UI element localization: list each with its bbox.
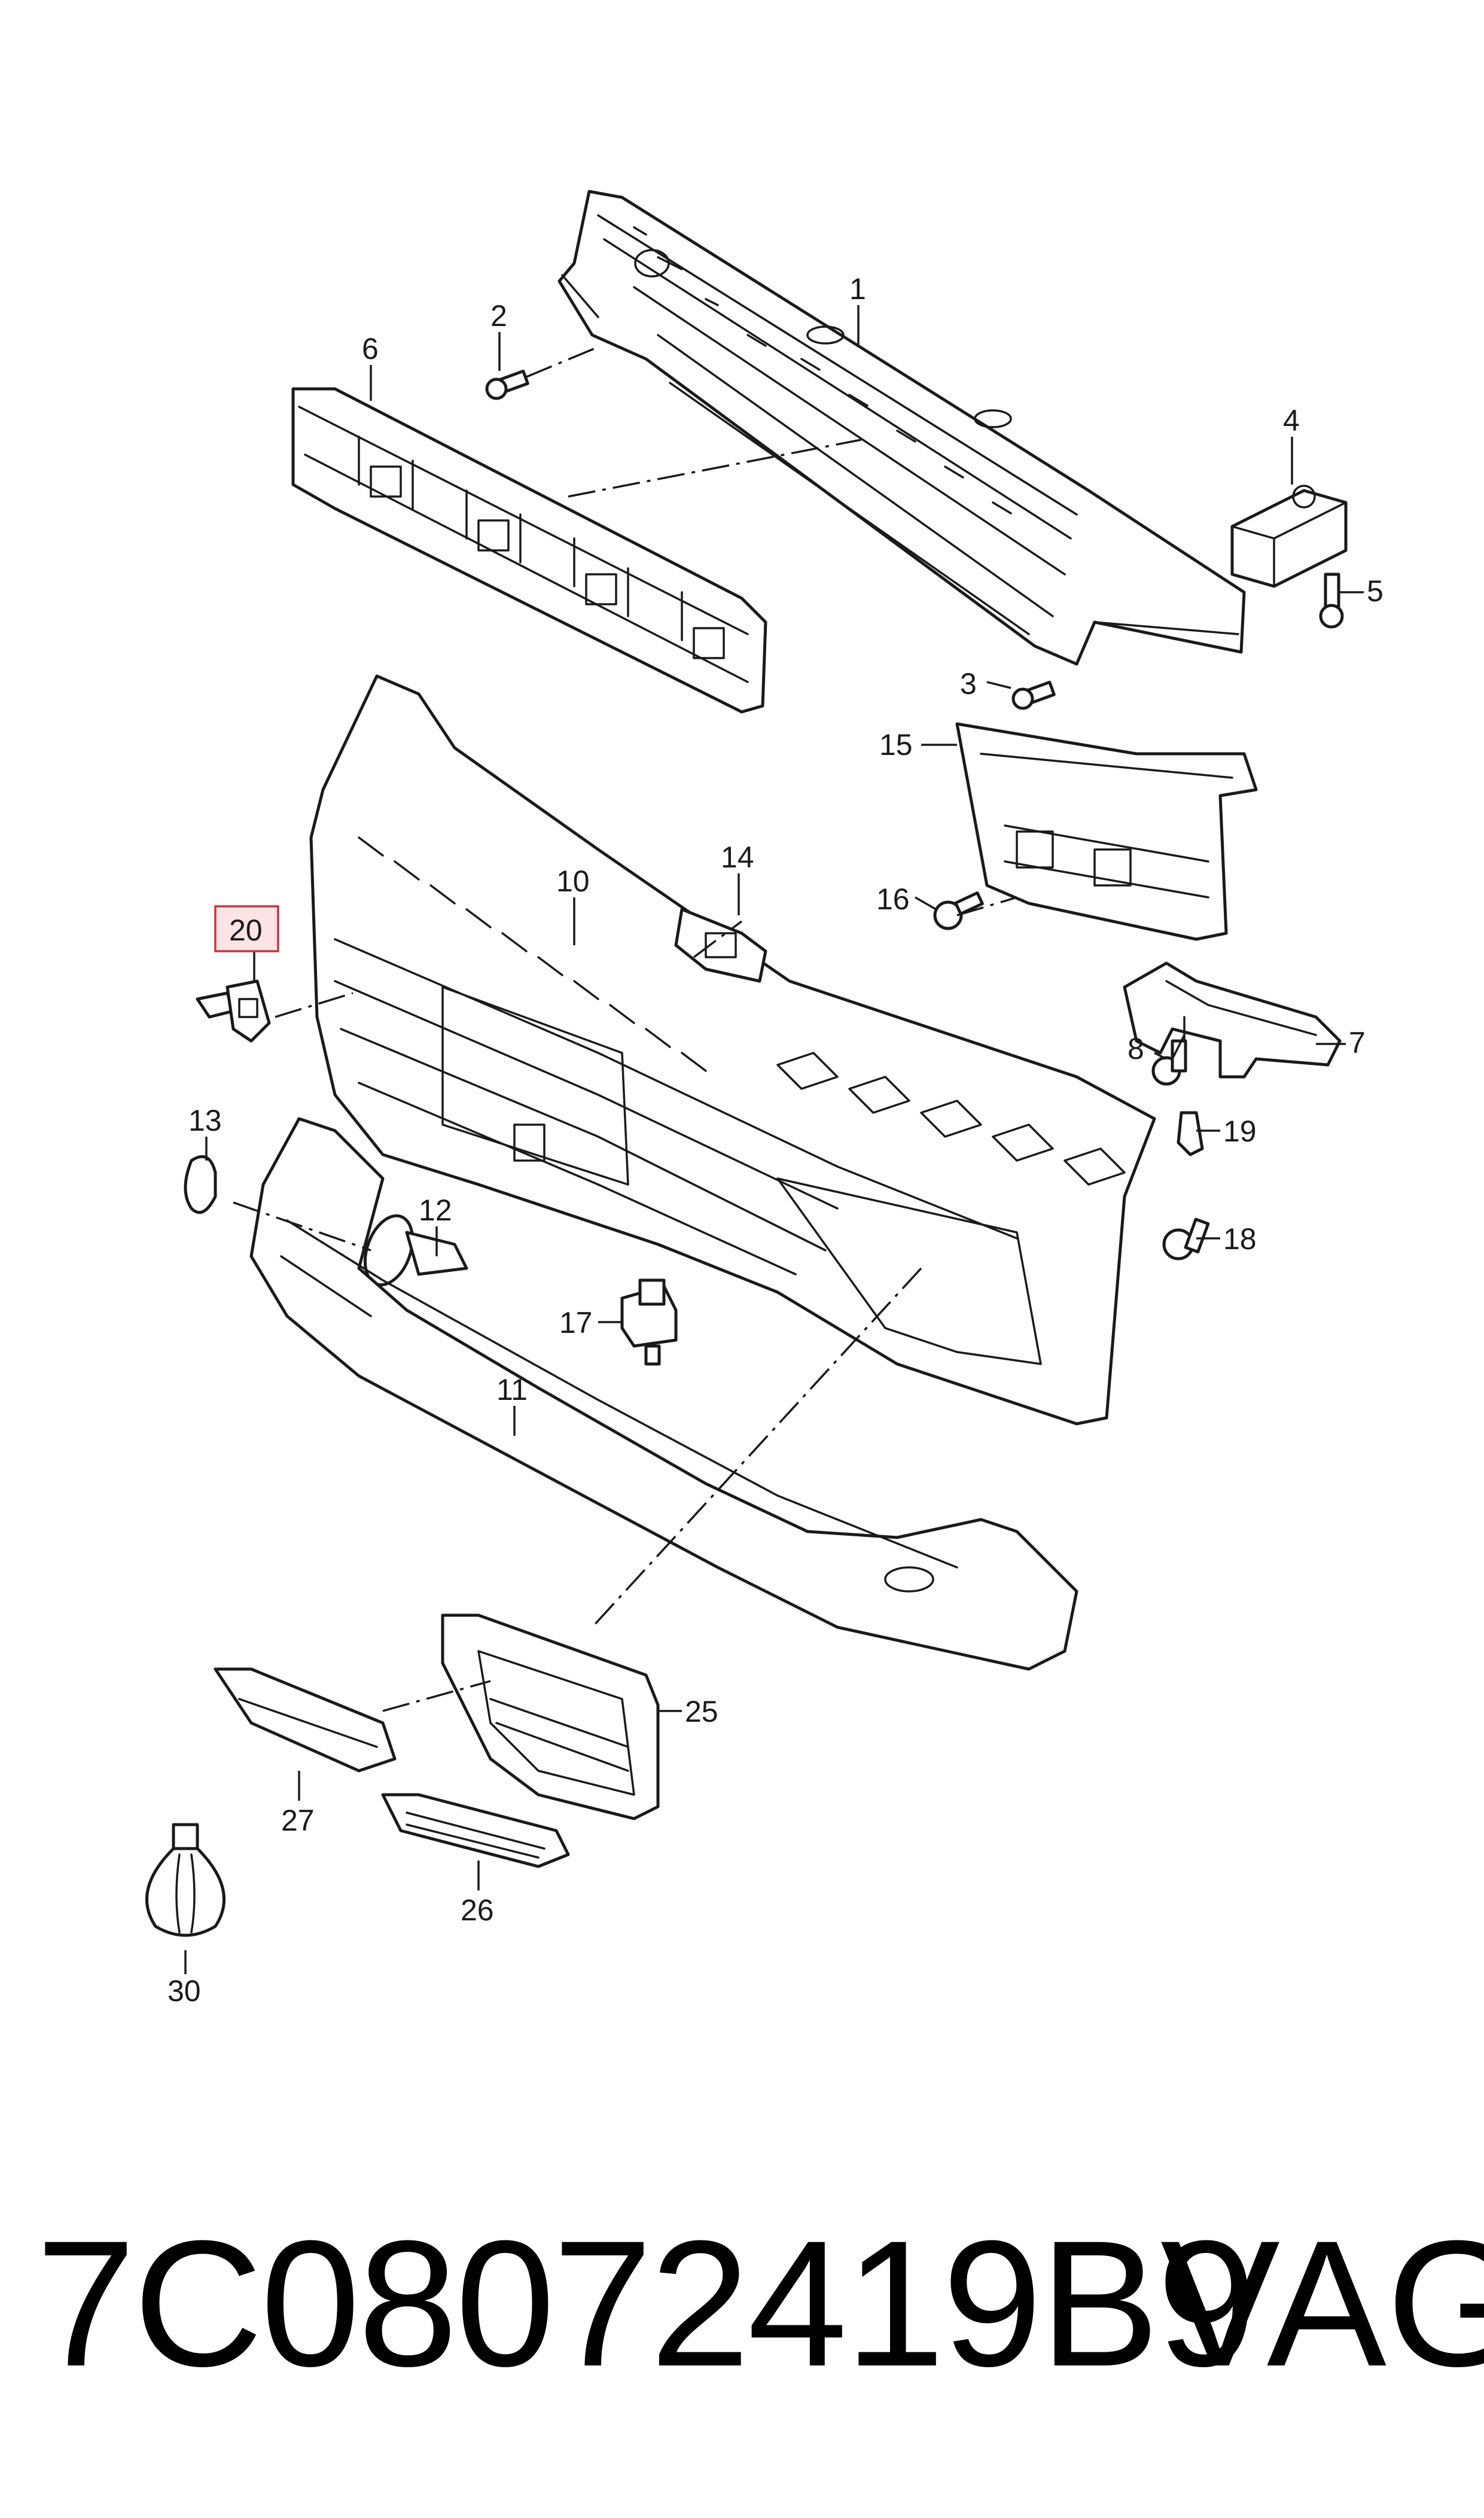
callout-16: 16 [876,882,910,916]
leader-lines [184,305,1364,1974]
callout-26: 26 [461,1893,494,1927]
callout-11: 11 [496,1373,528,1406]
callout-17: 17 [559,1306,593,1339]
part-20-bracket [196,979,271,1043]
part-1-bumper-carrier [557,190,1246,666]
callout-13: 13 [188,1104,222,1137]
callout-2: 2 [490,299,507,333]
brand-text: VAG [1160,2203,1484,2404]
callout-25: 25 [685,1695,718,1728]
callout-labels: 1 2 3 4 5 6 7 8 10 11 12 13 14 15 16 17 … [167,272,1384,2008]
part-7-guide [1123,961,1342,1079]
screw-2 [485,369,529,400]
assembly-lines [233,346,1186,1712]
part-15-bracket [955,722,1258,941]
part-26-strip [381,1793,570,1868]
callout-12: 12 [419,1193,452,1227]
part-25-fog-grille [441,1613,660,1820]
callout-3: 3 [960,667,977,701]
callout-30: 30 [167,1974,201,2008]
part-11-spoiler [249,1117,1078,1671]
callout-10: 10 [556,864,590,898]
part-4-sensor-bracket [1230,485,1348,588]
callout-20: 20 [229,914,263,947]
callout-1: 1 [849,272,866,306]
callout-27: 27 [281,1804,315,1837]
part-17-clip [620,1278,678,1366]
callout-7: 7 [1349,1026,1366,1059]
callout-6: 6 [362,332,379,366]
clip-19 [1177,1111,1204,1156]
screw-3 [1011,680,1056,710]
callout-15: 15 [879,728,913,762]
callout-5: 5 [1367,574,1384,608]
part-30-paint-bottle [145,1823,226,1937]
callout-14: 14 [721,841,754,874]
callout-18: 18 [1223,1222,1257,1256]
callout-4: 4 [1283,404,1300,437]
part-13-cap [184,1155,217,1214]
part-6-absorber [291,387,767,714]
screw-5 [1319,573,1344,629]
screw-8 [1151,1039,1187,1086]
screw-16 [933,891,984,930]
callout-19: 19 [1223,1115,1257,1148]
highlight-box-20 [214,905,279,952]
part-14-clip [674,908,767,983]
callout-8: 8 [1128,1032,1144,1065]
part-number-text: 7C08072419B9 [36,2203,1257,2404]
part-27-trim [214,1667,397,1773]
